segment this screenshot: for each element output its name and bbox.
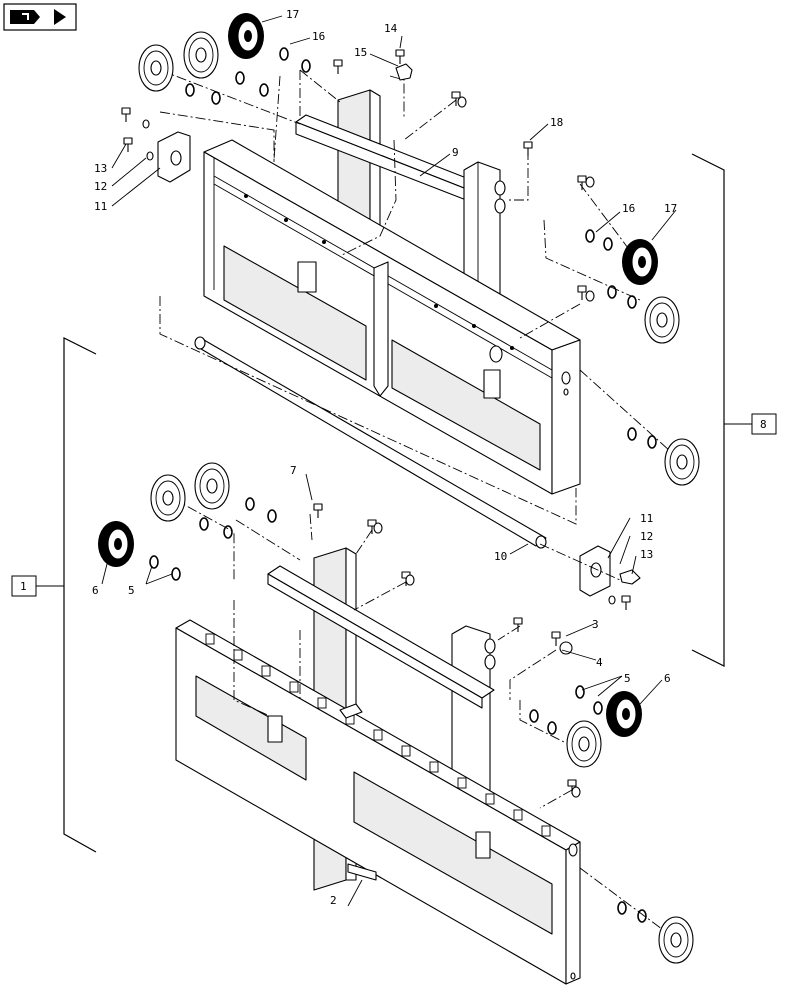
callout-10: 10: [494, 550, 507, 563]
callout-15: 15: [354, 46, 367, 59]
callout-4: 4: [596, 656, 603, 669]
leader-lines: [101, 15, 677, 907]
callout-13-bottom: 13: [640, 548, 653, 561]
callout-13-top: 13: [94, 162, 107, 175]
callout-17-top: 17: [286, 8, 299, 21]
callout-18: 18: [550, 116, 563, 129]
callout-3: 3: [592, 618, 599, 631]
callout-6-left: 6: [92, 584, 99, 597]
callout-17-right: 17: [664, 202, 677, 215]
assembly-ref-lower: 1: [20, 580, 27, 593]
callout-5-right: 5: [624, 672, 631, 685]
navigation-arrow-icon[interactable]: [3, 3, 77, 31]
assembly-bracket-upper: [691, 153, 777, 667]
callout-16-right: 16: [622, 202, 635, 215]
callout-12-top: 12: [94, 180, 107, 193]
lower-side-plate: [579, 545, 611, 597]
callout-11-bottom: 11: [640, 512, 653, 525]
callout-12-bottom: 12: [640, 530, 653, 543]
upper-carriage-frame: [203, 89, 581, 495]
lower-bolts: [313, 503, 641, 798]
lower-fork-frame: [175, 547, 581, 985]
upper-bolts: [121, 49, 595, 302]
cross-shaft: [194, 336, 547, 549]
callout-6-right: 6: [664, 672, 671, 685]
callout-2: 2: [330, 894, 337, 907]
callout-14: 14: [384, 22, 398, 35]
assembly-ref-upper: 8: [760, 418, 767, 431]
assembly-centerlines: [159, 69, 681, 939]
upper-side-plate: [157, 131, 191, 183]
callouts: 17 16 14 15 13 12 11 9 18 16 17 7 10 11 …: [92, 8, 677, 907]
callout-16-top: 16: [312, 30, 325, 43]
callout-9: 9: [452, 146, 459, 159]
callout-5-left: 5: [128, 584, 135, 597]
callout-11-top: 11: [94, 200, 107, 213]
assembly-bracket-lower: [11, 337, 97, 853]
callout-7: 7: [290, 464, 297, 477]
